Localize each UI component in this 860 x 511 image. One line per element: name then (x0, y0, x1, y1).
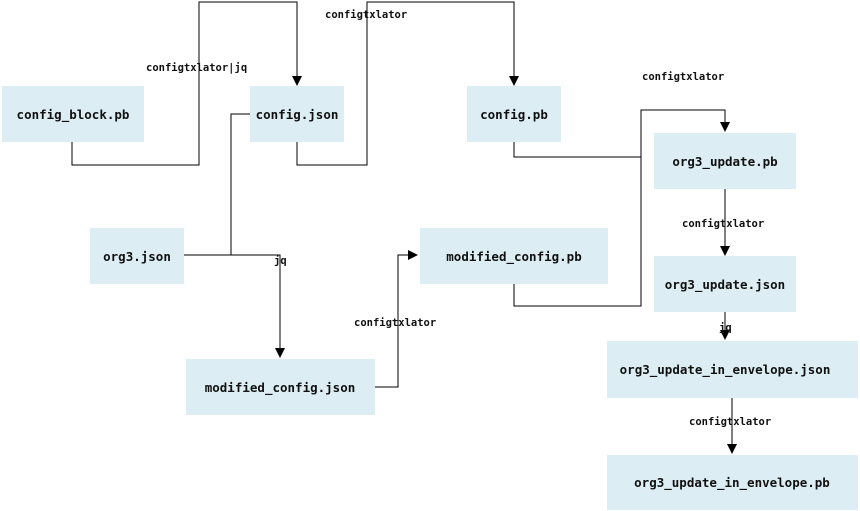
node-modified-config-json: modified_config.json (186, 359, 375, 415)
node-label: config.pb (480, 107, 548, 122)
edge-label-jq: jq (719, 322, 732, 334)
node-config-pb: config.pb (467, 86, 561, 142)
edge-label-configtxlator: configtxlator (682, 218, 764, 230)
edge-label-configtxlator-jq: configtxlator|jq (146, 62, 247, 74)
edge-label-jq: jq (274, 255, 287, 267)
edge-label-configtxlator: configtxlator (642, 71, 724, 83)
edge-config-json-to-merge (230, 113, 250, 255)
edge-config-block-to-config-json (71, 1, 302, 166)
node-label: config.json (256, 107, 339, 122)
edge-label-configtxlator: configtxlator (325, 9, 407, 21)
edge-modified-config-json-to-modified-config-pb (375, 250, 418, 388)
edge-label-configtxlator: configtxlator (354, 317, 436, 329)
node-org3-update-pb: org3_update.pb (654, 133, 796, 189)
node-label: org3_update_in_envelope.json (620, 362, 831, 378)
edge-label-configtxlator: configtxlator (689, 416, 771, 428)
node-org3-update-in-envelope-json: org3_update_in_envelope.json (607, 341, 858, 398)
node-label: org3_update.json (665, 277, 785, 293)
node-label: modified_config.json (205, 380, 356, 396)
node-config-json: config.json (250, 86, 344, 142)
node-label: config_block.pb (17, 107, 130, 123)
edge-org3-json-to-modified-config-json (184, 254, 285, 358)
node-label: modified_config.pb (446, 249, 581, 265)
node-org3-update-in-envelope-pb: org3_update_in_envelope.pb (607, 455, 858, 510)
edge-labels: configtxlator|jq configtxlator configtxl… (146, 9, 771, 428)
node-label: org3_update_in_envelope.pb (634, 475, 830, 491)
node-label: org3.json (103, 249, 171, 264)
node-label: org3_update.pb (672, 154, 777, 170)
node-config-block-pb: config_block.pb (2, 86, 144, 142)
node-modified-config-pb: modified_config.pb (420, 228, 608, 284)
node-org3-update-json: org3_update.json (654, 256, 796, 312)
node-org3-json: org3.json (90, 228, 184, 284)
edge-modified-config-pb-to-org3-update-pb (513, 110, 642, 307)
edge-config-json-to-config-pb (296, 1, 519, 166)
nodes: config_block.pb config.json config.pb or… (2, 86, 858, 510)
edges (71, 1, 737, 454)
